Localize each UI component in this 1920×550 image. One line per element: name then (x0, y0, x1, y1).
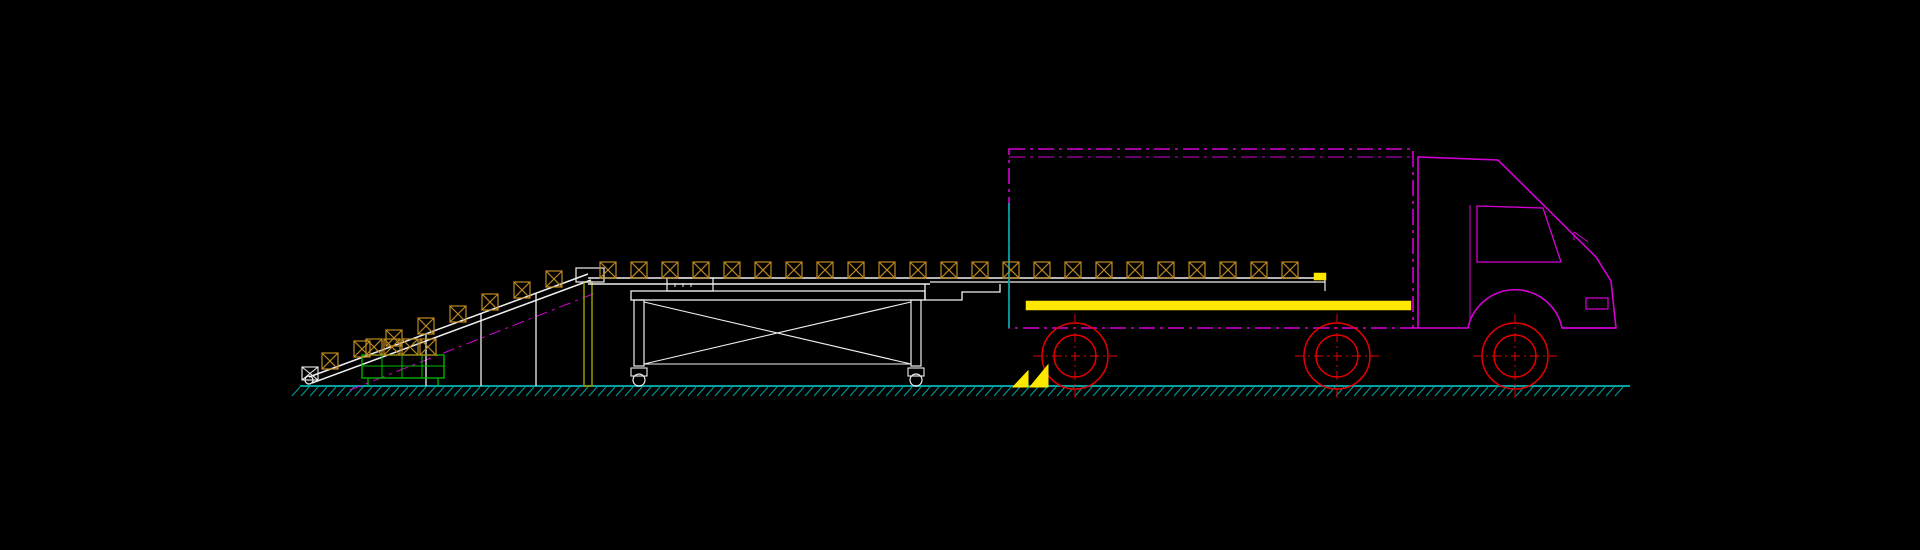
packages-infeed (365, 338, 437, 356)
wheel-middle (1295, 314, 1379, 398)
table-top (630, 290, 926, 301)
headlight (1585, 297, 1609, 310)
packages-incline (321, 270, 563, 370)
infeed-tray-dividers (381, 355, 423, 378)
wheel-chock (1028, 363, 1049, 388)
table-leg-left (633, 299, 645, 367)
tail-stand (301, 366, 319, 381)
head-post (583, 281, 593, 387)
incline-belt (308, 273, 592, 384)
drive-unit (575, 267, 605, 283)
control-box-buttons (674, 283, 692, 287)
control-box (666, 277, 714, 292)
packages-conveyor (599, 261, 1299, 279)
caster-right-bracket (907, 367, 925, 377)
cab-outline (1417, 156, 1617, 329)
boom-support (924, 284, 1001, 301)
caster-right-wheel (909, 373, 923, 387)
cab-window (1476, 205, 1562, 263)
incline-centerline (349, 291, 599, 391)
wheel-front (1473, 314, 1557, 398)
ground-hatch (291, 386, 1624, 397)
bed-strip (1025, 300, 1412, 311)
incline-support-posts (425, 293, 537, 386)
wheel-chock-2 (1011, 369, 1029, 388)
telescopic-boom (930, 278, 1326, 291)
wheel-rear (1033, 314, 1117, 398)
infeed-tray-feet (367, 378, 439, 386)
caster-left-wheel (632, 373, 646, 387)
chassis (1413, 289, 1616, 329)
boom-end-marker (1313, 272, 1327, 281)
table-cross-brace (643, 301, 912, 365)
caster-left-bracket (630, 367, 648, 377)
conveyor-bed-lines (588, 277, 1325, 285)
table-leg-right (910, 299, 922, 367)
tail-stand-brace (301, 366, 319, 381)
mirror (1573, 231, 1589, 243)
